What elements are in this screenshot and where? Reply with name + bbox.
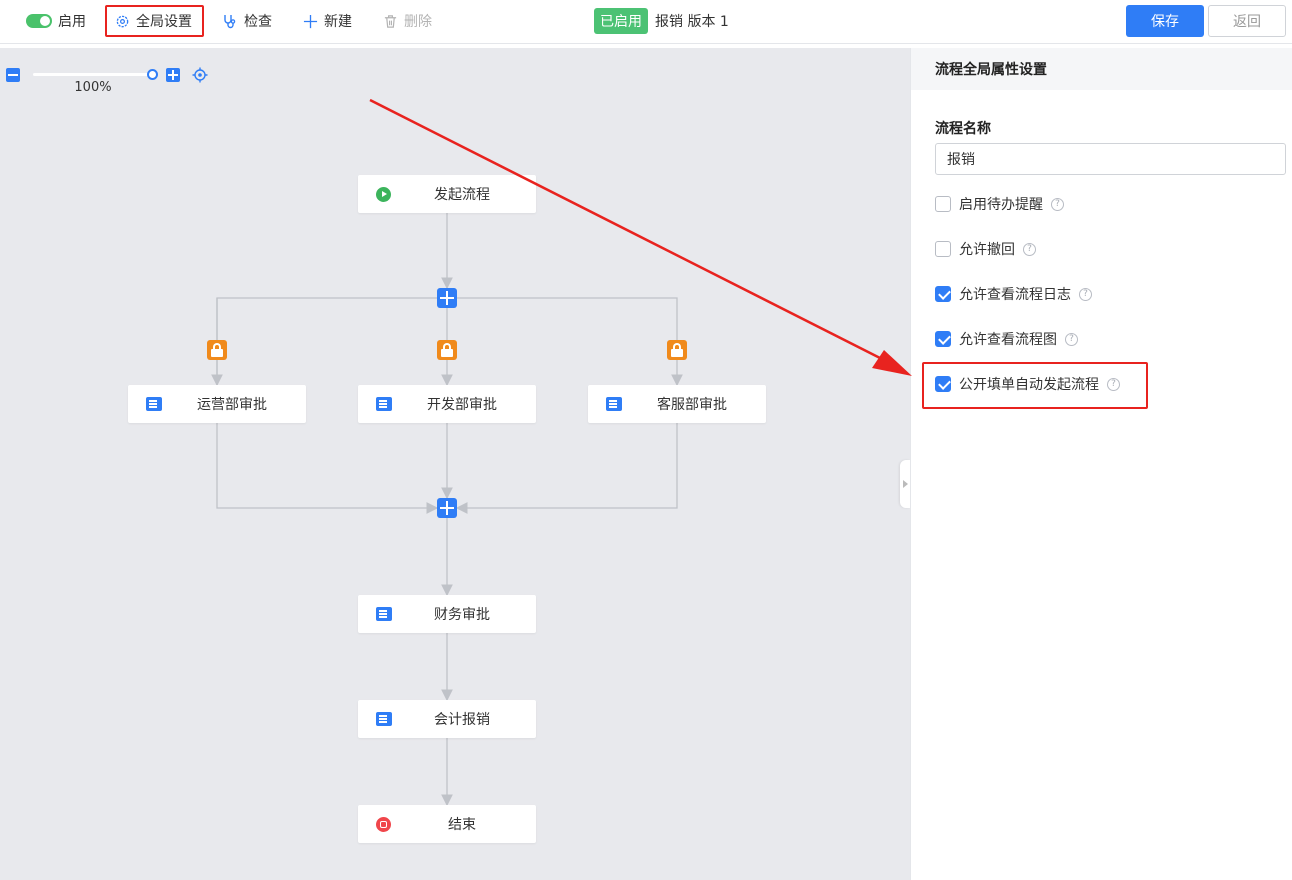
- global-settings-panel: 流程全局属性设置 流程名称 启用待办提醒 ? 允许撤回 ? 允许查看流程日志 ?…: [910, 48, 1292, 880]
- form-icon: [606, 397, 622, 411]
- new-label: 新建: [324, 14, 352, 30]
- form-icon: [376, 607, 392, 621]
- checkbox[interactable]: [935, 241, 951, 257]
- option-public-form-auto-start[interactable]: 公开填单自动发起流程 ?: [935, 373, 1120, 395]
- form-icon: [376, 397, 392, 411]
- condition-lock-icon[interactable]: [207, 340, 227, 360]
- help-icon[interactable]: ?: [1065, 332, 1078, 346]
- gear-icon: [116, 15, 129, 27]
- help-icon[interactable]: ?: [1023, 242, 1036, 256]
- option-label: 启用待办提醒: [959, 197, 1043, 213]
- node-label: 结束: [448, 817, 476, 833]
- global-settings-label: 全局设置: [136, 14, 192, 30]
- node-label: 开发部审批: [427, 397, 497, 413]
- flow-canvas[interactable]: 100% 发起流程 运营部审批: [0, 48, 910, 880]
- approval-node-accounting[interactable]: 会计报销: [358, 700, 536, 738]
- node-label: 运营部审批: [197, 397, 267, 413]
- condition-lock-icon[interactable]: [437, 340, 457, 360]
- help-icon[interactable]: ?: [1051, 197, 1064, 211]
- check-label: 检查: [244, 14, 272, 30]
- zoom-in-button[interactable]: [166, 68, 180, 82]
- trash-icon: [384, 14, 397, 28]
- global-settings-highlight-box: [105, 5, 204, 37]
- form-icon: [146, 397, 162, 411]
- help-icon[interactable]: ?: [1107, 377, 1120, 391]
- stethoscope-icon: [224, 15, 236, 29]
- option-label: 公开填单自动发起流程: [959, 377, 1099, 393]
- delete-button[interactable]: 删除: [383, 0, 432, 42]
- flow-connectors: [211, 213, 683, 807]
- play-icon: [376, 187, 391, 202]
- option-todo-reminder[interactable]: 启用待办提醒 ?: [935, 193, 1064, 215]
- zoom-slider-handle[interactable]: [147, 69, 158, 80]
- top-toolbar: 启用 全局设置 检查 新建 删除 已启用 报销 版本 1 保存 返回: [0, 0, 1292, 44]
- approval-node-development[interactable]: 开发部审批: [358, 385, 536, 423]
- zoom-out-button[interactable]: [6, 68, 20, 82]
- back-button[interactable]: 返回: [1208, 5, 1286, 37]
- option-label: 允许撤回: [959, 242, 1015, 258]
- start-node[interactable]: 发起流程: [358, 175, 536, 213]
- parallel-gateway-split[interactable]: [437, 288, 457, 308]
- enable-toggle[interactable]: 启用: [26, 0, 86, 42]
- checkbox[interactable]: [935, 331, 951, 347]
- node-label: 财务审批: [434, 607, 490, 623]
- approval-node-customer-service[interactable]: 客服部审批: [588, 385, 766, 423]
- node-label: 客服部审批: [657, 397, 727, 413]
- global-settings-button[interactable]: 全局设置: [115, 0, 192, 42]
- option-view-flowchart[interactable]: 允许查看流程图 ?: [935, 328, 1078, 350]
- checkbox[interactable]: [935, 376, 951, 392]
- checkbox[interactable]: [935, 286, 951, 302]
- process-name-label: 流程名称: [935, 121, 991, 137]
- plus-icon: [303, 14, 318, 28]
- panel-title: 流程全局属性设置: [911, 48, 1292, 90]
- form-icon: [376, 712, 392, 726]
- approval-node-operations[interactable]: 运营部审批: [128, 385, 306, 423]
- save-button[interactable]: 保存: [1126, 5, 1204, 37]
- condition-lock-icon[interactable]: [667, 340, 687, 360]
- process-name-input[interactable]: [935, 143, 1286, 175]
- toggle-switch-icon: [26, 14, 52, 28]
- check-button[interactable]: 检查: [222, 0, 272, 42]
- enable-label: 启用: [58, 14, 86, 30]
- public-form-option-highlight-box: [922, 362, 1148, 409]
- panel-collapse-handle[interactable]: [900, 460, 910, 508]
- option-view-process-log[interactable]: 允许查看流程日志 ?: [935, 283, 1092, 305]
- node-label: 会计报销: [434, 712, 490, 728]
- zoom-level: 100%: [74, 80, 112, 95]
- new-button[interactable]: 新建: [303, 0, 352, 42]
- option-label: 允许查看流程日志: [959, 287, 1071, 303]
- status-badge: 已启用: [594, 8, 648, 34]
- option-allow-withdraw[interactable]: 允许撤回 ?: [935, 238, 1036, 260]
- parallel-gateway-join[interactable]: [437, 498, 457, 518]
- locate-icon[interactable]: [192, 67, 208, 83]
- zoom-slider-track[interactable]: [33, 73, 149, 76]
- process-version-title: 报销 版本 1: [655, 14, 729, 30]
- option-label: 允许查看流程图: [959, 332, 1057, 348]
- end-node[interactable]: 结束: [358, 805, 536, 843]
- approval-node-finance[interactable]: 财务审批: [358, 595, 536, 633]
- stop-icon: [376, 817, 391, 832]
- zoom-controls: 100%: [0, 48, 220, 98]
- help-icon[interactable]: ?: [1079, 287, 1092, 301]
- checkbox[interactable]: [935, 196, 951, 212]
- delete-label: 删除: [404, 14, 432, 30]
